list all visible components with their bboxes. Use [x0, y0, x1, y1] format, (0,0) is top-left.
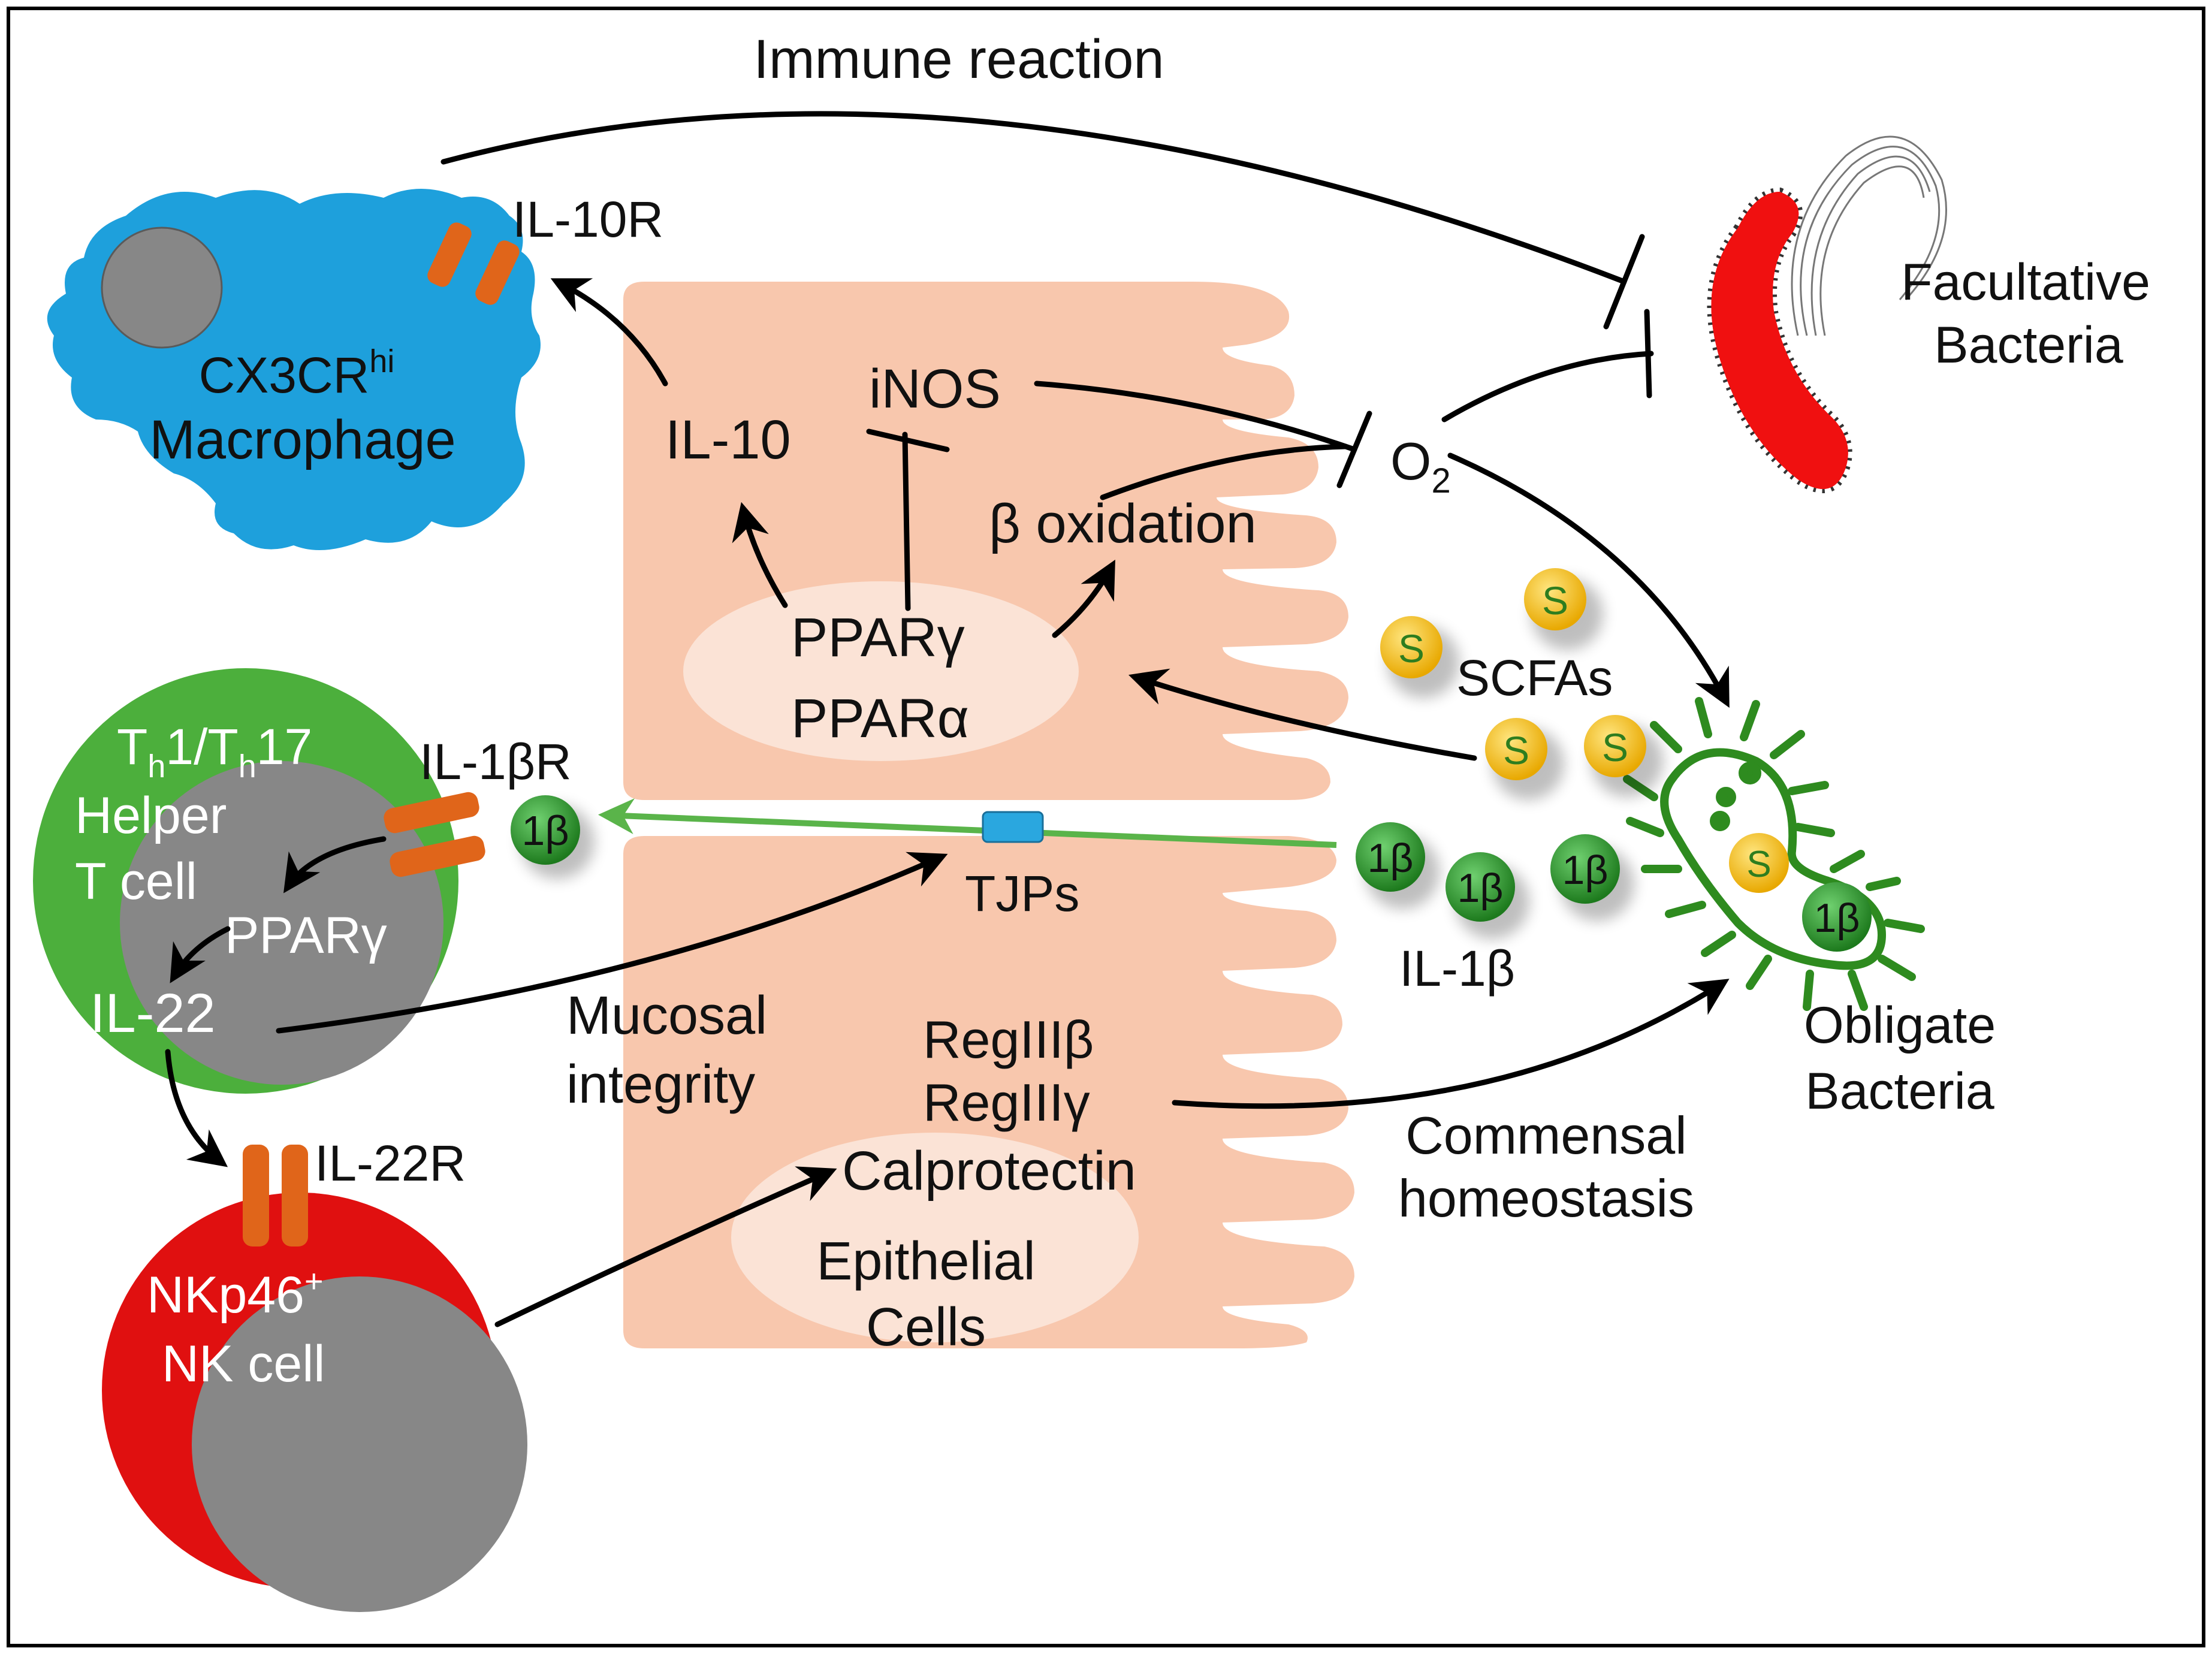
svg-text:1β: 1β [1368, 835, 1414, 881]
pparg-label: PPARγ [791, 607, 965, 668]
svg-text:1β: 1β [1814, 895, 1860, 941]
scfa-molecule: S [1485, 718, 1564, 800]
scfa-molecule: S [1380, 616, 1459, 698]
scfa-molecule: S [1524, 568, 1603, 650]
th-cell-type-label: Th1/Th17 [117, 719, 312, 784]
svg-text:S: S [1746, 844, 1771, 885]
th-helper-label: Helper [75, 787, 227, 844]
svg-text:1β: 1β [1457, 865, 1504, 911]
reg-to-obligate-arrow [1172, 979, 1730, 1109]
scfas-label: SCFAs [1456, 650, 1613, 706]
macrophage [47, 189, 541, 550]
facultative-label-2: Bacteria [1934, 316, 2123, 374]
svg-text:1β: 1β [1562, 847, 1609, 893]
o2-to-obligate-arrow [1447, 452, 1730, 708]
il1b-molecule: 1β [1356, 822, 1440, 909]
th-tcell-label: T cell [75, 853, 197, 910]
tjps-label: TJPs [965, 865, 1079, 922]
il10r-receptor [427, 222, 520, 305]
immune-reaction-inhibit-arrow [440, 111, 1627, 285]
beta-ox-to-o2-line [1100, 443, 1348, 500]
il1b-label: IL-1β [1399, 940, 1515, 997]
mucosal-label-1: Mucosal [566, 986, 767, 1046]
il10-label: IL-10 [665, 409, 791, 470]
inos-label: iNOS [869, 358, 1001, 419]
il1b-molecule: 1β [1550, 834, 1634, 921]
inhibit-bar [1603, 234, 1645, 330]
pparg-to-beta-ox-arrow [1052, 559, 1115, 638]
scfa-molecule: S [1584, 715, 1663, 797]
commensal-label-2: homeostasis [1398, 1169, 1694, 1228]
macrophage-label: CX3CRhi [199, 343, 395, 403]
il1b-transport-arrow [598, 798, 1337, 848]
il22-to-tjps-arrow [276, 852, 948, 1034]
il1b-molecule: 1β [1446, 852, 1529, 939]
epithelial-label-2: Cells [866, 1297, 986, 1357]
th-il22-label: IL-22 [90, 983, 216, 1044]
pparg-inhibit-inos-arrow [902, 431, 911, 611]
pparg-to-il22-arrow [170, 926, 231, 983]
nk-label-1: NKp46+ [147, 1263, 324, 1324]
facultative-label-1: Facultative [1901, 253, 2150, 311]
il10r-label: IL-10R [512, 191, 663, 248]
svg-text:S: S [1542, 578, 1568, 623]
tjp-block [982, 811, 1044, 843]
il1b-bound-ball [511, 795, 580, 865]
ppara-label: PPARα [791, 688, 969, 749]
inos-inhibit-o2-arrow [1034, 381, 1357, 452]
il10-to-il10r-arrow [550, 278, 668, 387]
inhibit-bar [866, 428, 950, 452]
o2-label: O2 [1390, 431, 1451, 500]
facultative-bacteria [1707, 135, 1947, 493]
il1br-receptor [384, 792, 485, 877]
scfa-to-ppara-arrow [1128, 668, 1477, 761]
th-pparg-label: PPARγ [225, 907, 387, 964]
scfa-in-bacteria: S [1729, 833, 1789, 893]
obligate-label-2: Bacteria [1805, 1063, 1994, 1120]
nk-to-calprotectin-arrow [494, 1166, 837, 1327]
svg-text:S: S [1602, 725, 1628, 769]
calprotectin-label: Calprotectin [842, 1140, 1136, 1202]
macrophage-nucleus [101, 227, 223, 349]
diagram-title: Immune reaction [753, 29, 1164, 90]
commensal-label-1: Commensal [1405, 1106, 1686, 1165]
tcell-to-pparg-arrow [283, 836, 387, 894]
reg3b-label: RegIIIβ [923, 1010, 1094, 1069]
il22-to-il22r-arrow [165, 1049, 228, 1167]
il1br-label: IL-1βR [420, 734, 572, 790]
obligate-label-1: Obligate [1804, 997, 1996, 1054]
il22r-label: IL-22R [315, 1135, 466, 1191]
obligate-bacteria [1623, 697, 1925, 1011]
upper-nucleus [683, 581, 1079, 761]
o2-inhibit-facultative-arrow [1441, 351, 1654, 422]
nk-cell [102, 1193, 527, 1612]
il1b-in-bacteria: 1β [1802, 882, 1872, 952]
beta-oxidation-label: β oxidation [989, 493, 1257, 554]
macrophage-label-2: Macrophage [149, 409, 455, 470]
inhibit-bar [1644, 309, 1652, 399]
il1b-bound-label: 1β [521, 807, 569, 854]
inhibit-bar [1336, 411, 1372, 488]
mucosal-label-2: integrity [566, 1055, 755, 1115]
pparg-to-il10-arrow [732, 502, 788, 608]
nk-label-2: NK cell [162, 1335, 325, 1393]
svg-text:S: S [1398, 626, 1425, 671]
svg-text:S: S [1503, 728, 1529, 772]
reg3g-label: RegIIIγ [923, 1073, 1090, 1132]
il22r-receptor [243, 1145, 308, 1246]
nk-cell-nucleus [192, 1276, 527, 1612]
epithelial-label-1: Epithelial [816, 1232, 1035, 1291]
